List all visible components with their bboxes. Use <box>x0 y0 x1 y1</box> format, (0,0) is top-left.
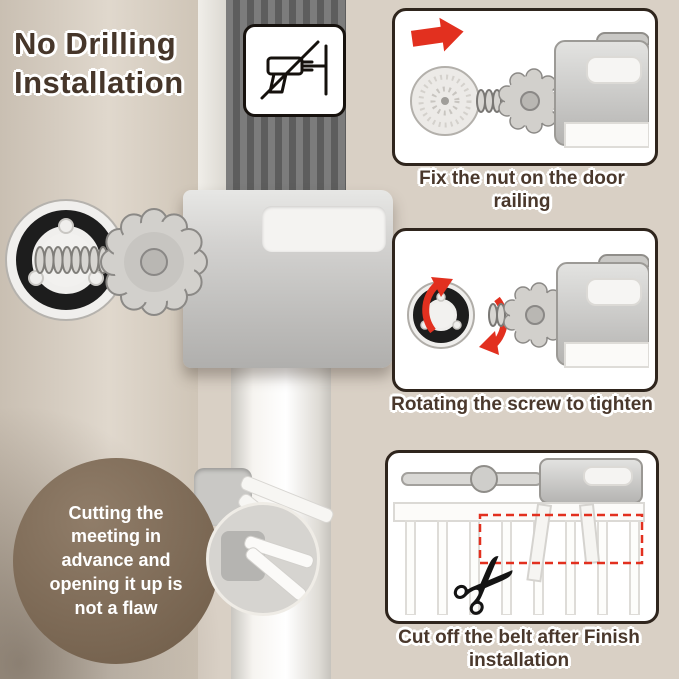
gate-frame-piece <box>554 32 650 148</box>
note-inset-photo <box>206 502 320 616</box>
title-line-1: No Drilling <box>14 26 177 61</box>
tension-knob <box>100 208 208 316</box>
wall-mount-assembly <box>5 199 208 321</box>
threaded-screw <box>34 246 109 274</box>
step2-photo <box>407 254 650 368</box>
gate-frame-inset <box>262 206 386 252</box>
step2-caption: Rotating the screw to tighten <box>391 394 653 415</box>
step3-caption: Cut off the belt after Finish installati… <box>398 627 640 672</box>
step3-photo: ✂ <box>393 458 645 621</box>
cut-area-highlight <box>478 513 644 565</box>
title-line-2: Installation <box>14 65 184 101</box>
door-frame <box>198 0 226 200</box>
note-text: Cutting the meeting in advance and openi… <box>49 502 183 618</box>
page-title: No Drilling Installation <box>14 24 184 102</box>
step1-caption: Fix the nut on the door railing <box>419 168 625 213</box>
step3-panel: ✂ <box>385 450 659 624</box>
no-drill-icon <box>260 40 327 99</box>
gate-frame-piece <box>556 254 650 368</box>
no-drill-badge <box>243 24 346 117</box>
step2-panel <box>392 228 658 392</box>
step1-panel <box>392 8 658 166</box>
red-arrow-right-icon <box>410 17 464 52</box>
tension-rod <box>401 458 643 504</box>
note-bubble: Cutting the meeting in advance and openi… <box>13 458 219 664</box>
step1-photo <box>410 17 650 148</box>
tension-knob <box>498 68 562 134</box>
nut-disc <box>410 66 480 136</box>
